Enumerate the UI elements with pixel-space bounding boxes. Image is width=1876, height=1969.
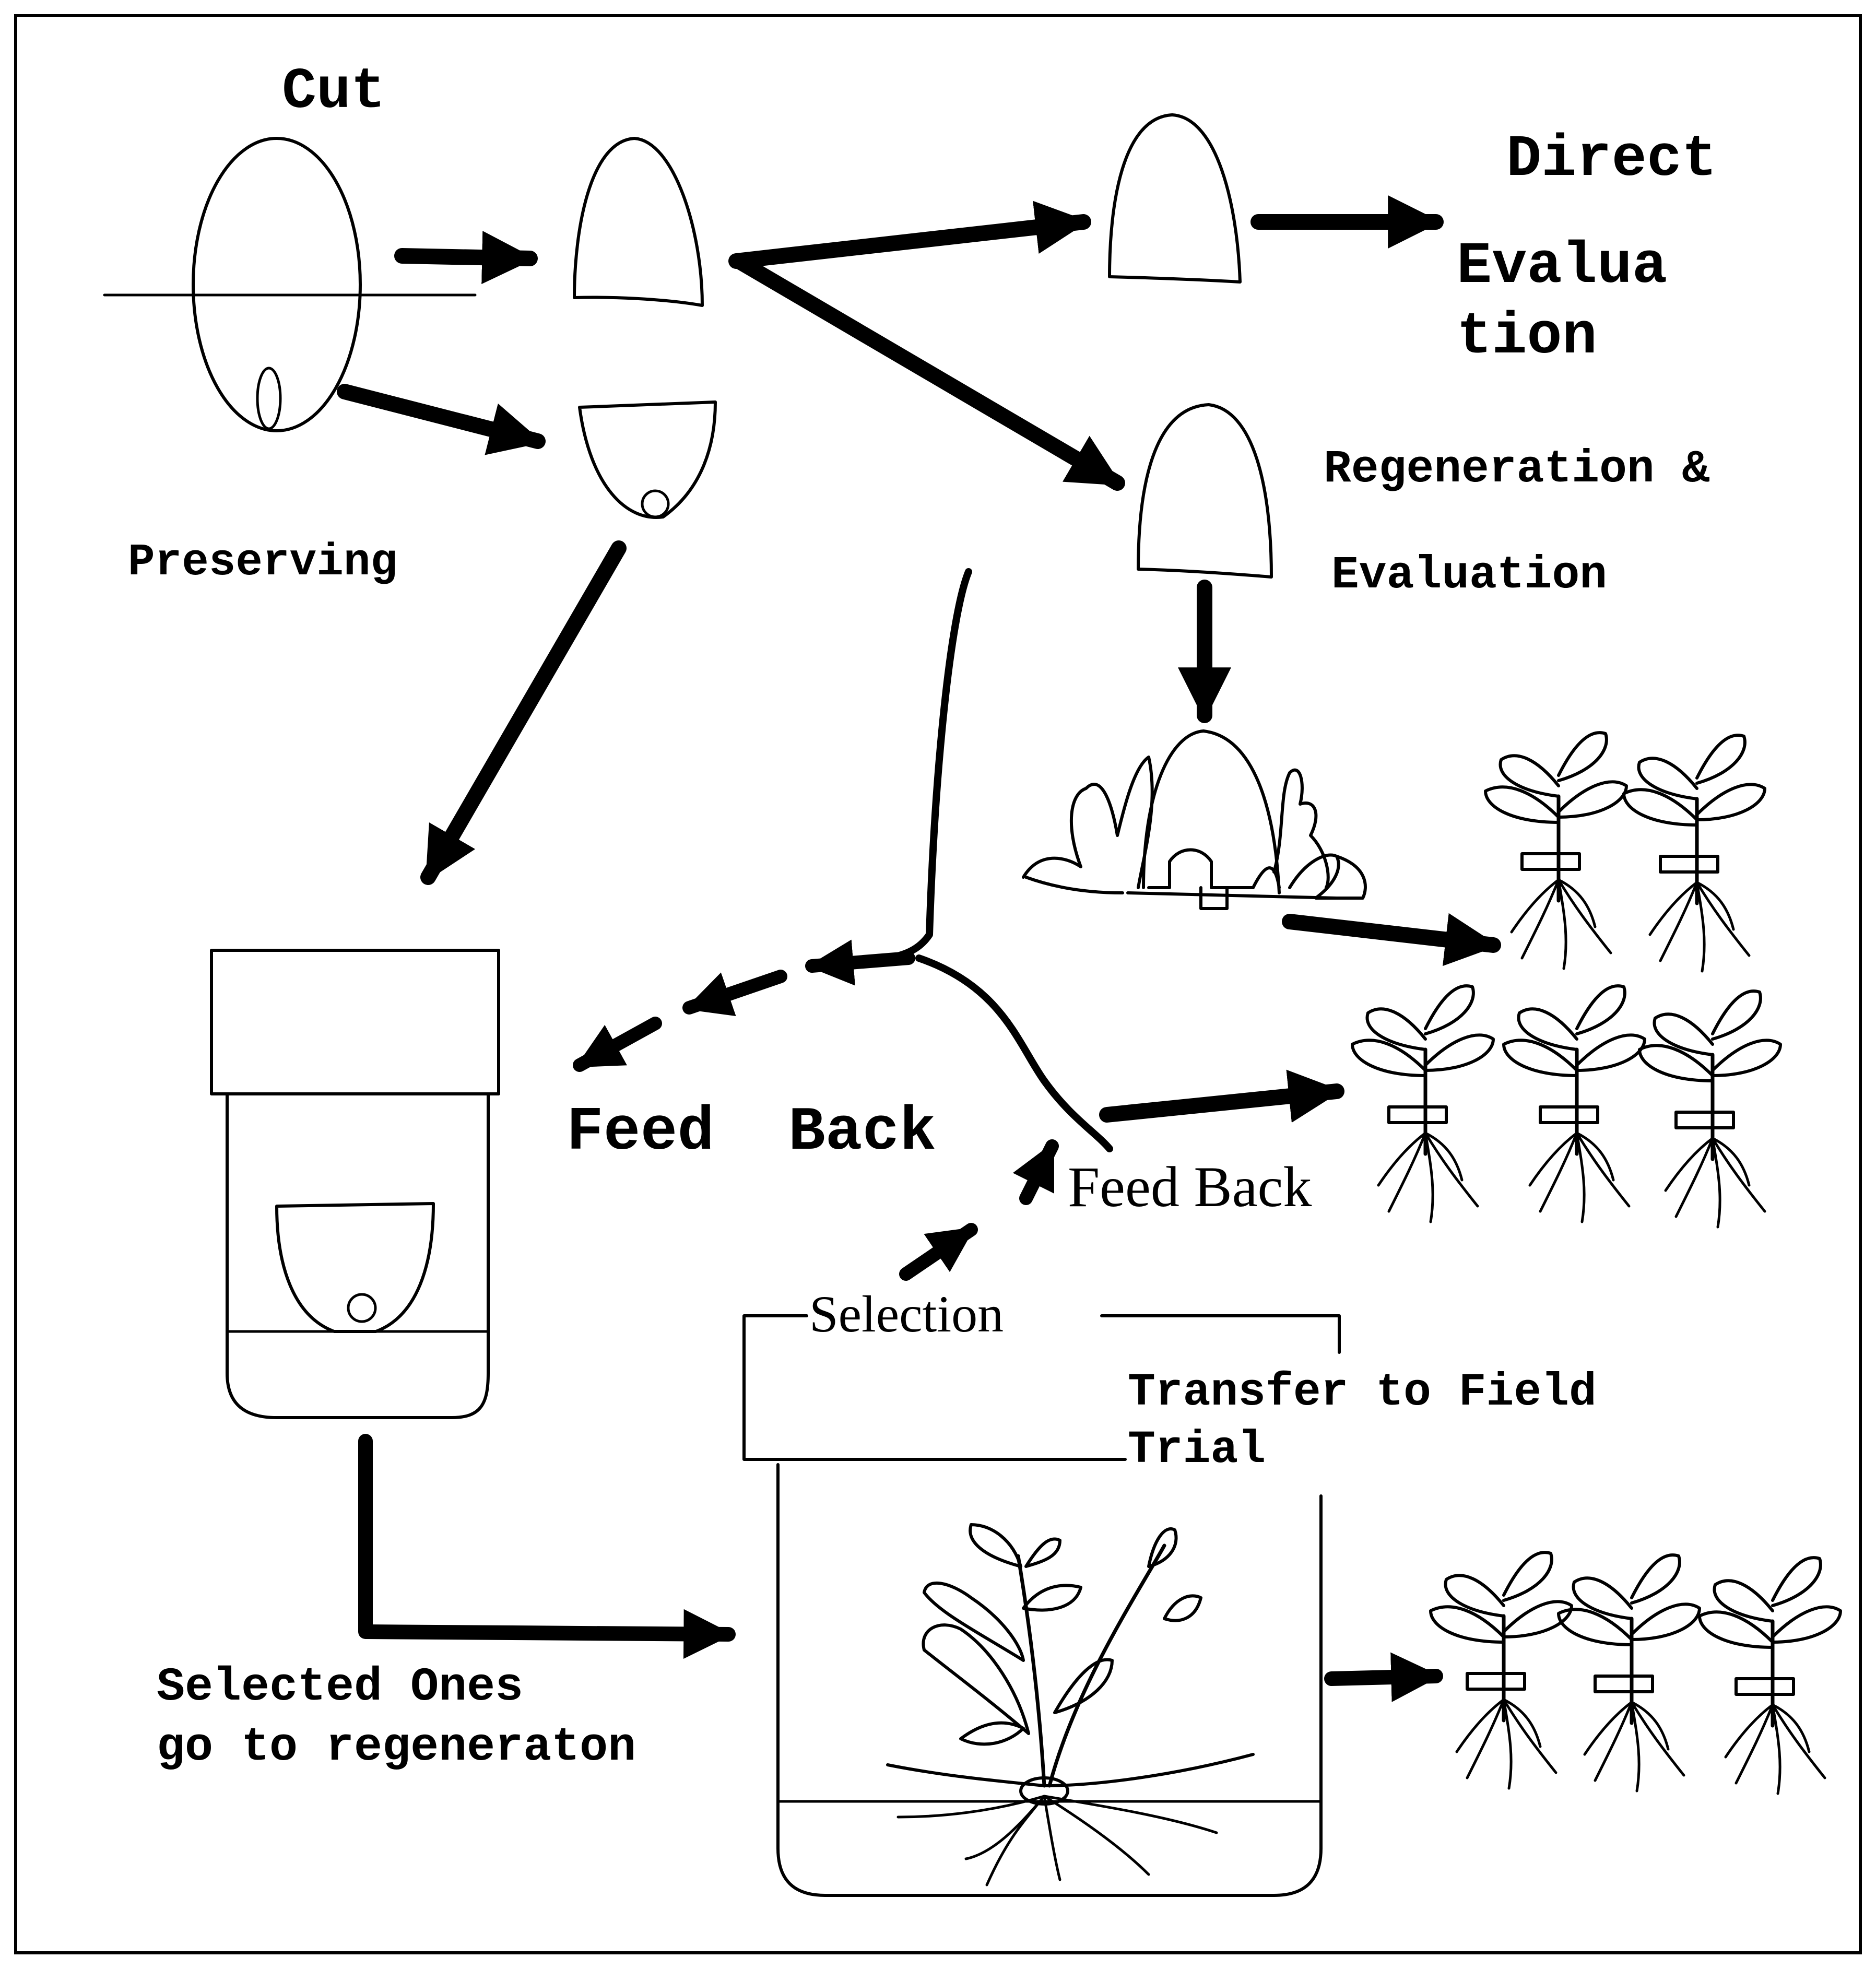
feedback-curve-lower	[919, 958, 1110, 1149]
label-selected-ones: Selected Ones	[157, 1661, 523, 1714]
arrow-feedback-left-2	[689, 976, 781, 1008]
plantlets-lower-group	[1431, 1552, 1840, 1794]
seed-bottom-half	[580, 402, 715, 517]
label-transfer-trial: Trial	[1128, 1424, 1266, 1476]
arrow-top-half-to-direct	[736, 222, 1083, 261]
arrow-jar-to-vessel	[365, 1441, 728, 1634]
arrow-feedback-left-3	[580, 1023, 655, 1065]
culture-jar	[211, 950, 499, 1418]
seed-direct-evaluation	[1110, 115, 1240, 282]
transfer-bracket	[1102, 1316, 1339, 1352]
arrow-bottom-half-to-jar	[428, 548, 619, 877]
seed-top-half	[574, 138, 702, 305]
label-regeneration-evaluation: Evaluation	[1331, 550, 1607, 602]
arrow-feedback-up-2	[906, 1230, 971, 1274]
label-evaluation-part1: Evalua	[1457, 233, 1667, 300]
arrow-cut-to-bottom-half	[345, 392, 538, 441]
label-cut: Cut	[282, 60, 385, 125]
shoot-cluster	[1023, 731, 1365, 909]
seed-whole	[104, 138, 475, 431]
label-preserving: Preserving	[128, 537, 397, 588]
label-selection: Selection	[809, 1285, 1004, 1343]
arrow-feedback-left-1	[812, 958, 908, 966]
arrow-to-lower-plantlets	[1107, 1091, 1337, 1115]
label-direct: Direct	[1506, 126, 1717, 193]
plantlets-upper-group	[1352, 733, 1780, 1227]
large-plant	[888, 1525, 1253, 1885]
arrow-cut-to-top-half	[402, 256, 530, 258]
label-transfer: Transfer to Field	[1128, 1367, 1597, 1419]
feedback-curve	[888, 572, 969, 958]
label-regeneration: Regeneration &	[1324, 444, 1710, 496]
seed-regeneration	[1138, 405, 1271, 577]
label-feed-back-serif: Feed Back	[1068, 1155, 1312, 1219]
label-go-to-regeneraton: go to regeneraton	[157, 1721, 636, 1774]
arrow-top-half-to-regeneration	[739, 261, 1117, 483]
arrow-vessel-to-plantlets	[1331, 1676, 1436, 1679]
label-evaluation-part2: tion	[1457, 304, 1597, 370]
arrow-feedback-up-1	[1026, 1146, 1052, 1198]
arrow-shoots-to-plantlets	[1290, 922, 1493, 945]
label-feed-back-bold: Feed Back	[567, 1098, 936, 1168]
